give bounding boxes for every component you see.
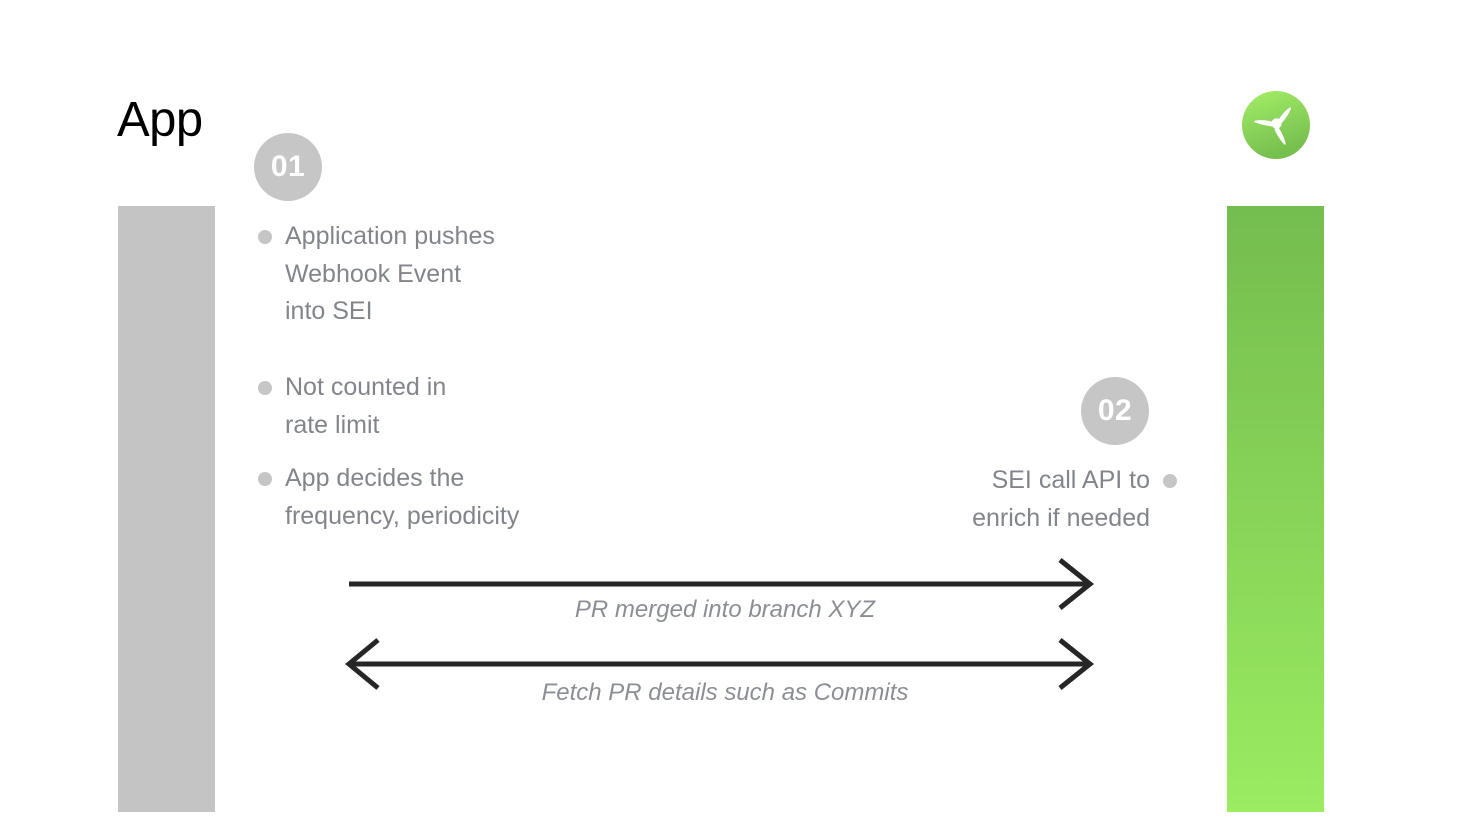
propeller-logo-icon <box>1241 90 1311 160</box>
arrow-label-fetch: Fetch PR details such as Commits <box>541 679 909 706</box>
lane-sei <box>1227 206 1324 812</box>
list-item: Not counted in rate limit <box>258 369 447 444</box>
arrow-sei-to-app <box>345 638 1095 690</box>
list-item-label: App decides the frequency, periodicity <box>285 464 520 530</box>
bullet-dot-icon <box>258 472 272 486</box>
bullet-dot-icon <box>258 381 272 395</box>
arrow-label-merged: PR merged into branch XYZ <box>574 596 876 623</box>
page-title: App <box>117 93 203 147</box>
lane-app <box>118 206 215 812</box>
sequence-arrows <box>345 558 1095 690</box>
arrow-app-to-sei <box>349 558 1095 610</box>
step-badge-02: 02 <box>1081 377 1149 445</box>
step-badge-01: 01 <box>254 133 322 201</box>
list-item: Application pushes Webhook Event into SE… <box>258 218 495 331</box>
list-item: SEI call API to enrich if needed <box>820 462 1177 537</box>
list-item-label: SEI call API to enrich if needed <box>972 466 1150 532</box>
bullet-dot-icon <box>258 230 272 244</box>
bullet-list-sei: SEI call API to enrich if needed <box>820 462 1177 537</box>
list-item: App decides the frequency, periodicity <box>258 460 520 535</box>
list-item-label: Application pushes Webhook Event into SE… <box>285 222 495 325</box>
bullet-dot-icon <box>1163 474 1177 488</box>
list-item-label: Not counted in rate limit <box>285 373 447 439</box>
